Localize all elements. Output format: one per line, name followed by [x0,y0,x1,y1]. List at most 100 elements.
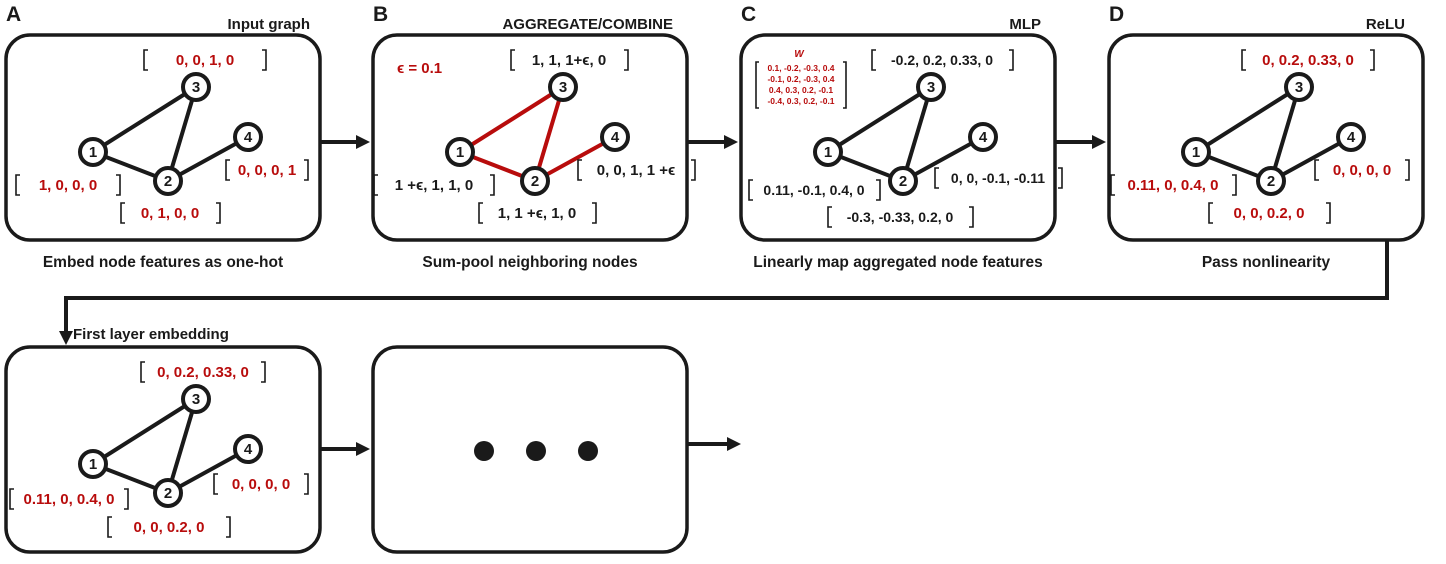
panel-b-caption: Sum-pool neighboring nodes [422,254,637,271]
bracket-right [624,49,629,71]
vector-node-1-text: 0.11, 0, 0.4, 0 [24,491,115,508]
edge-2-4 [166,135,250,183]
bracket-right [592,202,597,224]
vector-node-1-text: 1, 0, 0, 0 [39,177,97,194]
node-3-label: 3 [559,79,567,96]
vector-node-1-text: 0.11, -0.1, 0.4, 0 [763,182,864,198]
vector-node-2-text: -0.3, -0.33, 0.2, 0 [847,209,954,225]
node-3-label: 3 [1295,79,1303,96]
vector-node-3: 0, 0, 1, 0 [143,49,267,71]
node-3 [181,384,211,414]
node-4 [968,122,998,152]
bracket-right [304,473,309,495]
node-4 [233,122,263,152]
bracket-right [304,159,309,181]
panel-a-title: Input graph [228,16,311,33]
panel-c-caption: Linearly map aggregated node features [753,254,1042,271]
vector-node-2: 0, 1, 0, 0 [120,202,221,224]
bracket-right [262,49,267,71]
panel-b-graph: 1 2 3 4 [445,72,630,196]
ellipsis-dot [474,441,494,461]
bracket-right [1405,159,1410,181]
arrowhead-first-layer-to-next [356,442,370,456]
vector-node-4: 0, 0, 0, 0 [1314,159,1410,181]
vector-node-3: 0, 0.2, 0.33, 0 [140,361,266,383]
vector-node-4: 0, 0, 1, 1 +ϵ [577,159,696,181]
panel-d-graph: 1 2 3 4 [1181,72,1366,196]
node-3-label: 3 [192,79,200,96]
node-4 [233,434,263,464]
node-2-label: 2 [899,173,907,190]
bracket-right [261,361,266,383]
panel-d-box [1107,33,1425,242]
arrowhead-d-to-first-layer [59,331,73,345]
bracket-left [140,361,145,383]
vector-node-4: 0, 0, 0, 1 [225,159,309,181]
node-2 [1256,166,1286,196]
vector-node-1: 1 +ϵ, 1, 1, 0 [373,174,495,196]
weight-row-4: -0.4, 0.3, 0.2, -0.1 [767,96,834,106]
node-1 [1181,137,1211,167]
panel-a-letter: A [6,3,21,26]
weight-row-1: 0.1, -0.2, -0.3, 0.4 [767,63,834,73]
vector-node-2-text: 0, 0, 0.2, 0 [1234,205,1305,222]
panel-c-vectors: -0.2, 0.2, 0.33, 0 0.11, -0.1, 0.4, 0 -0… [748,49,1063,228]
node-2-label: 2 [164,173,172,190]
panel-b-box [371,33,689,242]
bracket-right [969,206,974,228]
node-1 [78,449,108,479]
bracket-right [226,516,231,538]
bracket-right [1232,174,1237,196]
node-4-label: 4 [244,441,253,458]
node-2 [153,478,183,508]
edge-2-3 [901,85,933,183]
node-1 [813,137,843,167]
node-3 [1284,72,1314,102]
bracket-left [934,167,939,189]
vector-node-3-text: 0, 0.2, 0.33, 0 [157,364,249,381]
vector-node-4: 0, 0, -0.1, -0.11 [934,167,1063,189]
vector-node-4-text: 0, 0, -0.1, -0.11 [951,170,1045,186]
panel-c-letter: C [741,3,756,26]
bracket-right [1058,167,1063,189]
vector-node-2: 0, 0, 0.2, 0 [1208,202,1331,224]
bracket-left [577,159,582,181]
bracket-left [143,49,148,71]
edge-2-4 [901,135,985,183]
edge-2-3 [166,85,198,183]
vector-node-3-text: 0, 0.2, 0.33, 0 [1262,52,1354,69]
bracket-left [1314,159,1319,181]
node-2 [888,166,918,196]
bracket-right [1370,49,1375,71]
edge-1-3 [826,85,933,154]
arrowhead-a-to-b [356,135,370,149]
vector-node-2-text: 0, 1, 0, 0 [141,205,199,222]
bracket-left [107,516,112,538]
panel-a: A Input graph Embed node features as one… [4,3,322,271]
panel-d-letter: D [1109,3,1124,26]
panel-c: C MLP Linearly map aggregated node featu… [739,3,1063,271]
edge-2-4 [1269,135,1353,183]
vector-node-2-text: 0, 0, 0.2, 0 [134,519,205,536]
panel-a-vectors: 0, 0, 1, 0 1, 0, 0, 0 0, 1, 0, 0 0, 0, 0… [15,49,309,224]
panel-b-vectors: 1, 1, 1+ϵ, 0 1 +ϵ, 1, 1, 0 1, 1 +ϵ, 1, 0… [373,49,696,224]
bracket-right [1009,49,1014,71]
panel-b-letter: B [373,3,388,26]
panel-d: D ReLU Pass nonlinearity 1 2 3 4 0, 0.2,… [1107,3,1425,271]
arrowhead-c-to-d [1092,135,1106,149]
ellipsis-dot [526,441,546,461]
vector-node-3: 0, 0.2, 0.33, 0 [1241,49,1375,71]
panel-c-title: MLP [1009,16,1041,33]
bracket-left [9,488,14,510]
bracket-left [827,206,832,228]
weight-matrix-title: W [794,49,805,60]
vector-node-4-text: 0, 0, 0, 0 [1333,162,1391,179]
panel-a-box [4,33,322,242]
vector-node-3-text: -0.2, 0.2, 0.33, 0 [891,52,993,68]
vector-node-2: -0.3, -0.33, 0.2, 0 [827,206,974,228]
bracket-right [116,174,121,196]
bracket-right [1326,202,1331,224]
bracket-left [373,174,378,196]
node-4-label: 4 [1347,129,1356,146]
